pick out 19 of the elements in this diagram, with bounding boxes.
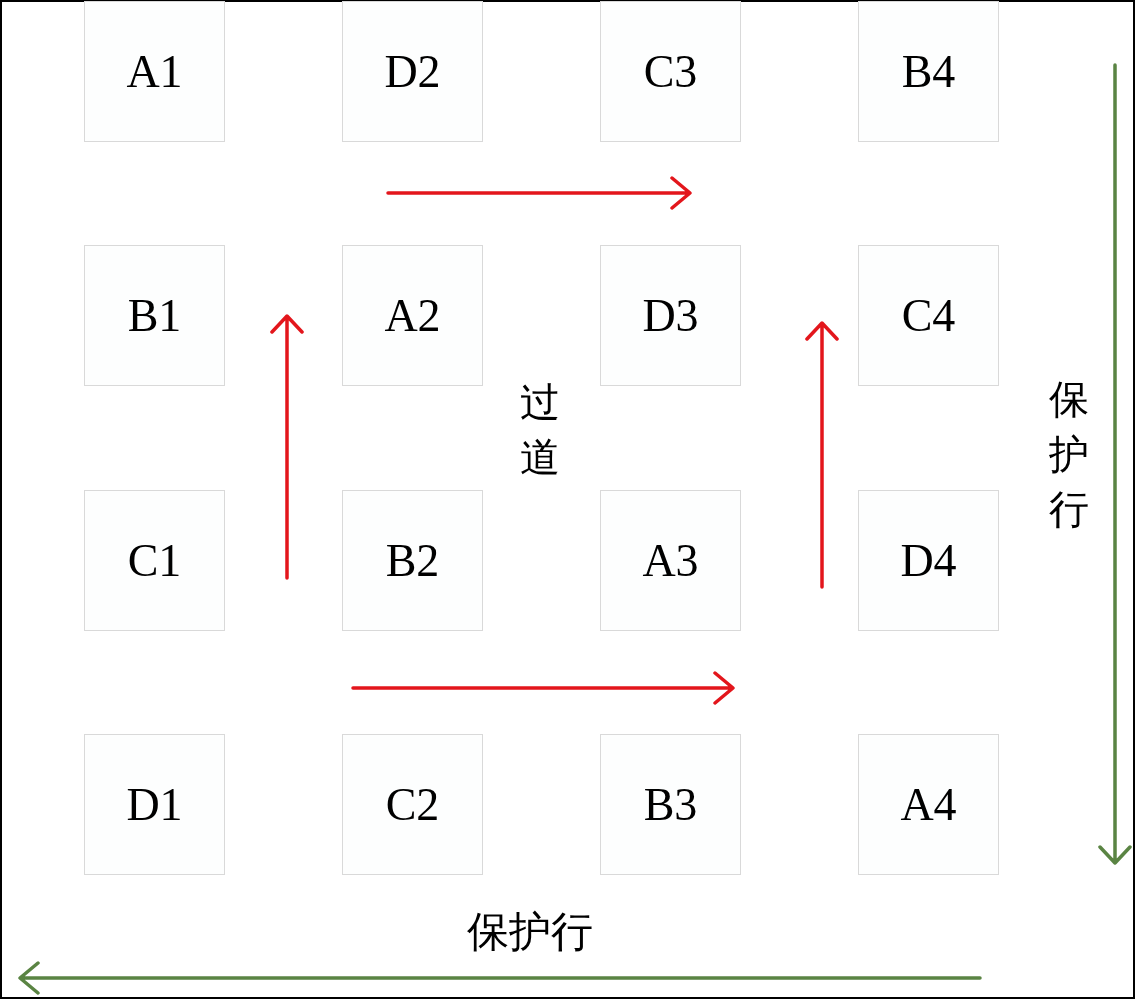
zone-box: A2 <box>342 245 483 386</box>
zone-box: C4 <box>858 245 999 386</box>
zone-box: B2 <box>342 490 483 631</box>
area-label: 保护行 <box>1048 376 1090 534</box>
aisle-label: 过道 <box>519 379 561 482</box>
zone-box: C1 <box>84 490 225 631</box>
zone-box: A3 <box>600 490 741 631</box>
zone-box: B3 <box>600 734 741 875</box>
area-label: 保护行 <box>466 908 594 957</box>
zone-box: D2 <box>342 1 483 142</box>
zone-box: C2 <box>342 734 483 875</box>
zone-box: B4 <box>858 1 999 142</box>
zone-box: B1 <box>84 245 225 386</box>
zone-box: A4 <box>858 734 999 875</box>
zone-box: D1 <box>84 734 225 875</box>
zone-box: D4 <box>858 490 999 631</box>
zone-box: C3 <box>600 1 741 142</box>
zone-box: D3 <box>600 245 741 386</box>
zone-box: A1 <box>84 1 225 142</box>
